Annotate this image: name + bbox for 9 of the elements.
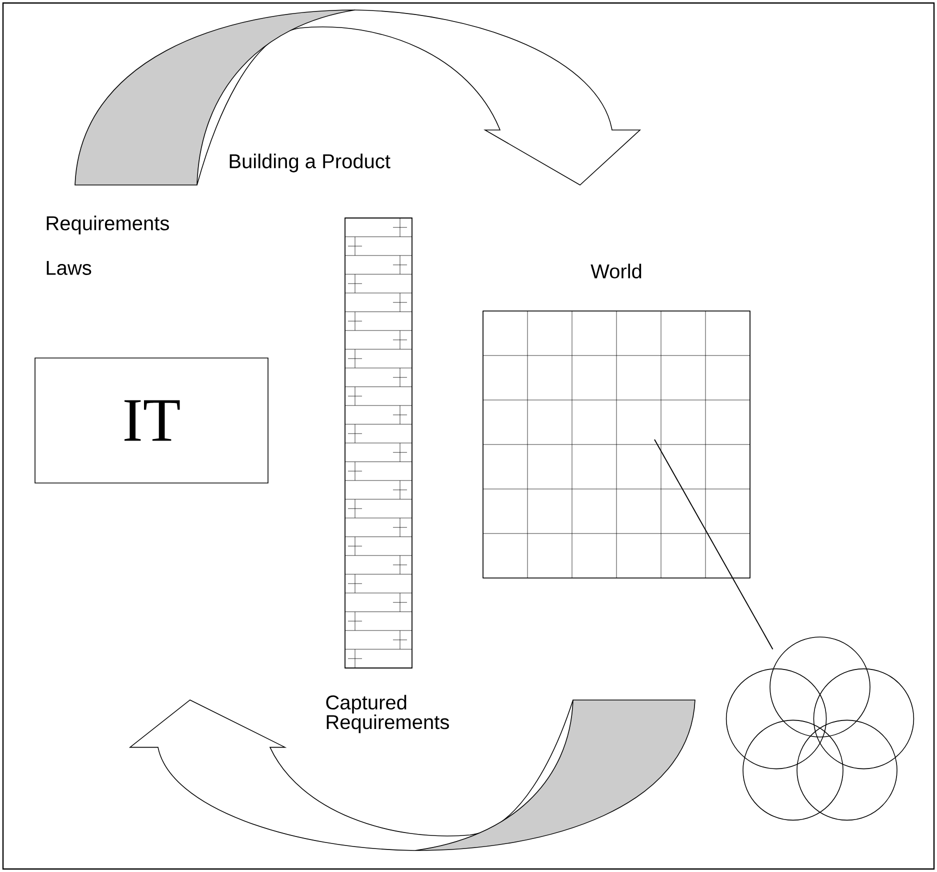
label-text: Laws [46, 261, 92, 275]
grid-caption: World [590, 264, 642, 278]
overlapping-circles-drawing [726, 636, 914, 821]
leader-line [654, 439, 774, 650]
label-text: Captured Requirements [326, 694, 449, 734]
grid-drawing [482, 310, 750, 578]
label-text: Requirements [46, 216, 169, 234]
it-box: IT [34, 358, 268, 484]
label-text: Building a Product [230, 154, 390, 172]
